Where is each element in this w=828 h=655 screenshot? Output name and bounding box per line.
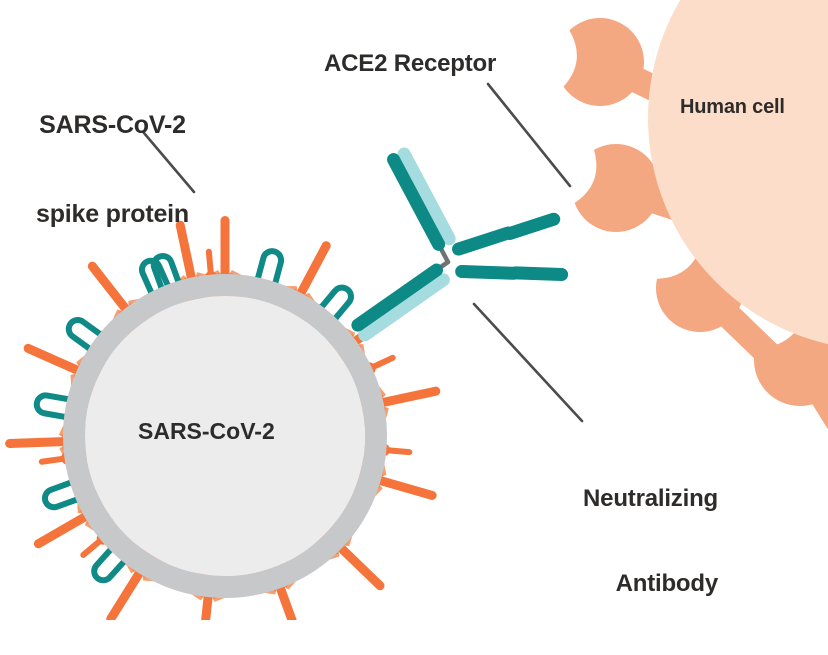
antibody-light-chain	[397, 147, 456, 246]
antibody-fc-segment	[503, 212, 561, 240]
label-human-cell: Human cell	[680, 96, 785, 118]
human-cell-body	[648, 0, 828, 345]
label-virion: SARS-CoV-2	[138, 418, 275, 444]
ace2-receptor-head	[574, 144, 660, 232]
ace2-receptor-leader	[486, 82, 572, 188]
spike-protein-leader	[142, 131, 196, 194]
neutralizing-antibody	[351, 147, 569, 342]
label-spike-protein-line1: SARS-CoV-2	[39, 111, 186, 139]
virion-membrane-ring	[63, 274, 387, 598]
antibody-light-chain	[358, 273, 450, 342]
label-ace2-receptor: ACE2 Receptor	[324, 50, 497, 77]
ace2-receptor-stalk	[810, 389, 828, 430]
antibody-leader	[472, 302, 584, 423]
label-spike-protein: SARS-CoV-2 spike protein	[36, 52, 189, 288]
antibody-heavy-chain	[351, 263, 444, 332]
antibody-fc-segment	[455, 264, 521, 280]
antibody-fc-segment	[452, 226, 515, 256]
label-neutralizing-antibody: Neutralizing Antibody	[528, 428, 718, 655]
virion-interior	[85, 296, 365, 576]
label-spike-protein-line2: spike protein	[36, 199, 189, 228]
antibody-heavy-chain	[387, 153, 446, 251]
human-cell	[563, 0, 828, 430]
label-antibody-line2: Antibody	[615, 569, 719, 597]
leader-lines	[142, 82, 584, 423]
label-antibody-line1: Neutralizing	[583, 484, 718, 512]
ace2-receptor-head	[563, 18, 645, 107]
ace2-receptor-group	[563, 18, 828, 430]
diagram-svg	[4, 0, 828, 620]
diagram-canvas: SARS-CoV-2 spike protein ACE2 Receptor H…	[4, 0, 828, 620]
antibody-fc-segment	[509, 266, 569, 282]
sars-cov-2-virion	[4, 214, 447, 620]
